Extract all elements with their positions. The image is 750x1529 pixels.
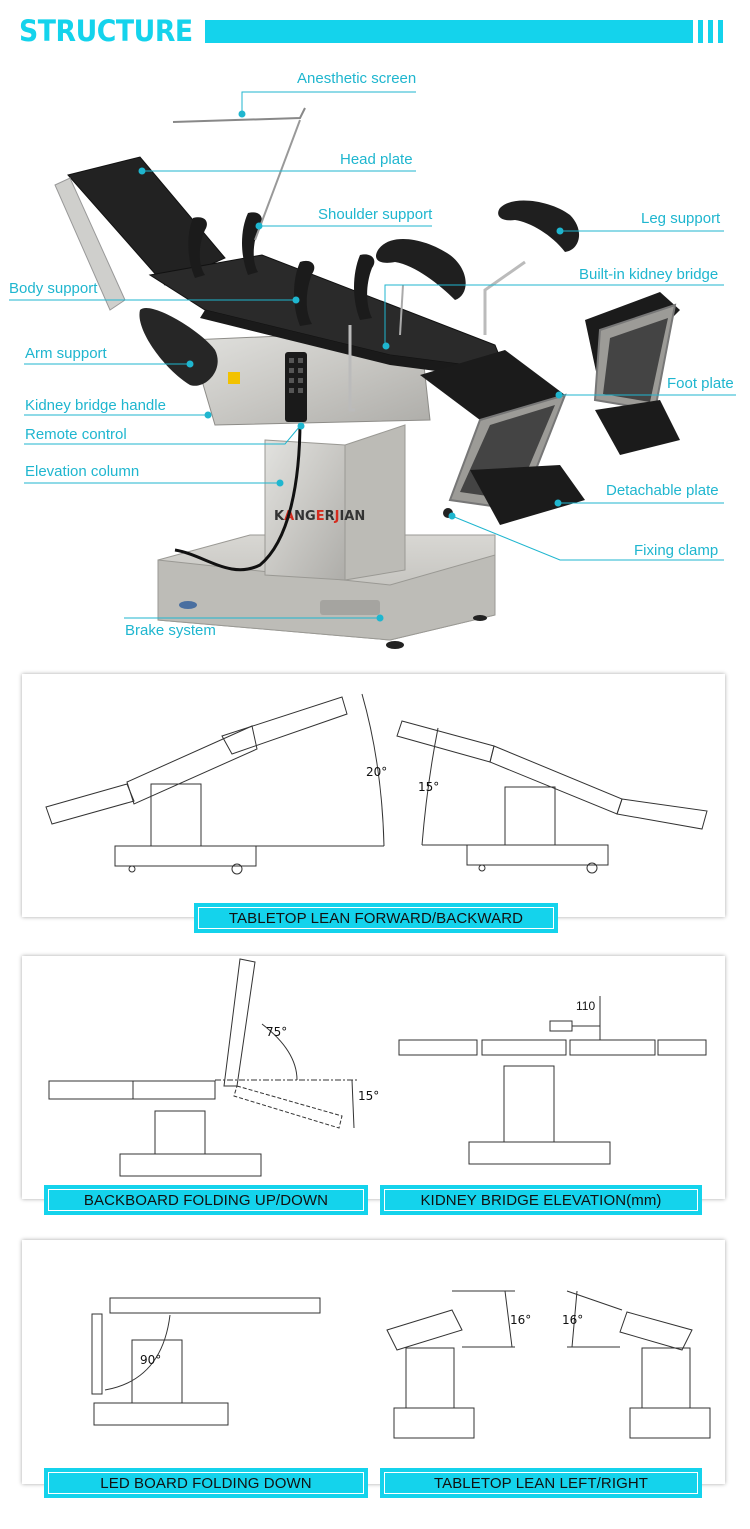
callout-anesthetic-screen: Anesthetic screen	[297, 70, 417, 87]
angle-16-left: 16°	[510, 1313, 532, 1327]
panel-backboard-and-kidney: 75° 15° 110	[22, 956, 725, 1199]
callout-head-plate: Head plate	[340, 151, 413, 168]
angle-75: 75°	[266, 1025, 288, 1039]
caption-led-board-folding: LED BOARD FOLDING DOWN	[44, 1468, 368, 1498]
angle-20: 20°	[366, 765, 388, 779]
led-lean-drawing	[91, 1290, 711, 1439]
structure-figure: KANGERJIAN	[0, 60, 750, 660]
callout-foot-plate: Foot plate	[667, 375, 734, 392]
header-stripe	[698, 20, 703, 43]
section-title: STRUCTURE	[19, 14, 193, 48]
lean-forward-backward-drawing	[45, 693, 708, 875]
callout-brake-system: Brake system	[125, 622, 216, 639]
panel-tabletop-lean-forward-backward: 20° 15°	[22, 674, 725, 917]
caption-kidney-bridge-elevation: KIDNEY BRIDGE ELEVATION(mm)	[380, 1185, 702, 1215]
header-stripe	[718, 20, 723, 43]
caption-tabletop-lean-forward-backward: TABLETOP LEAN FORWARD/BACKWARD	[194, 903, 558, 933]
callout-fixing-clamp: Fixing clamp	[634, 542, 719, 559]
header-accent-bar	[205, 20, 693, 43]
operating-table-illustration: KANGERJIAN	[54, 107, 680, 649]
backboard-kidney-drawing	[48, 958, 707, 1177]
callout-kidney-bridge-handle: Kidney bridge handle	[25, 397, 166, 414]
angle-15-down: 15°	[358, 1089, 380, 1103]
elevation-110: 110	[576, 999, 596, 1013]
callout-detachable-plate: Detachable plate	[606, 482, 719, 499]
panel-led-and-lean-left-right: 90° 16° 16°	[22, 1240, 725, 1484]
angle-90: 90°	[140, 1353, 162, 1367]
callout-body-support: Body support	[9, 280, 98, 297]
callout-shoulder-support: Shoulder support	[318, 206, 433, 223]
callout-kidney-bridge: Built-in kidney bridge	[579, 266, 719, 283]
header-stripe	[708, 20, 713, 43]
callout-elevation-column: Elevation column	[25, 463, 140, 480]
callout-leg-support: Leg support	[641, 210, 721, 227]
caption-tabletop-lean-left-right: TABLETOP LEAN LEFT/RIGHT	[380, 1468, 702, 1498]
angle-15: 15°	[418, 780, 440, 794]
caption-backboard-folding: BACKBOARD FOLDING UP/DOWN	[44, 1185, 368, 1215]
callout-arm-support: Arm support	[25, 345, 107, 362]
angle-16-right: 16°	[562, 1313, 584, 1327]
section-header: STRUCTURE	[0, 0, 750, 60]
callout-remote-control: Remote control	[25, 426, 127, 443]
